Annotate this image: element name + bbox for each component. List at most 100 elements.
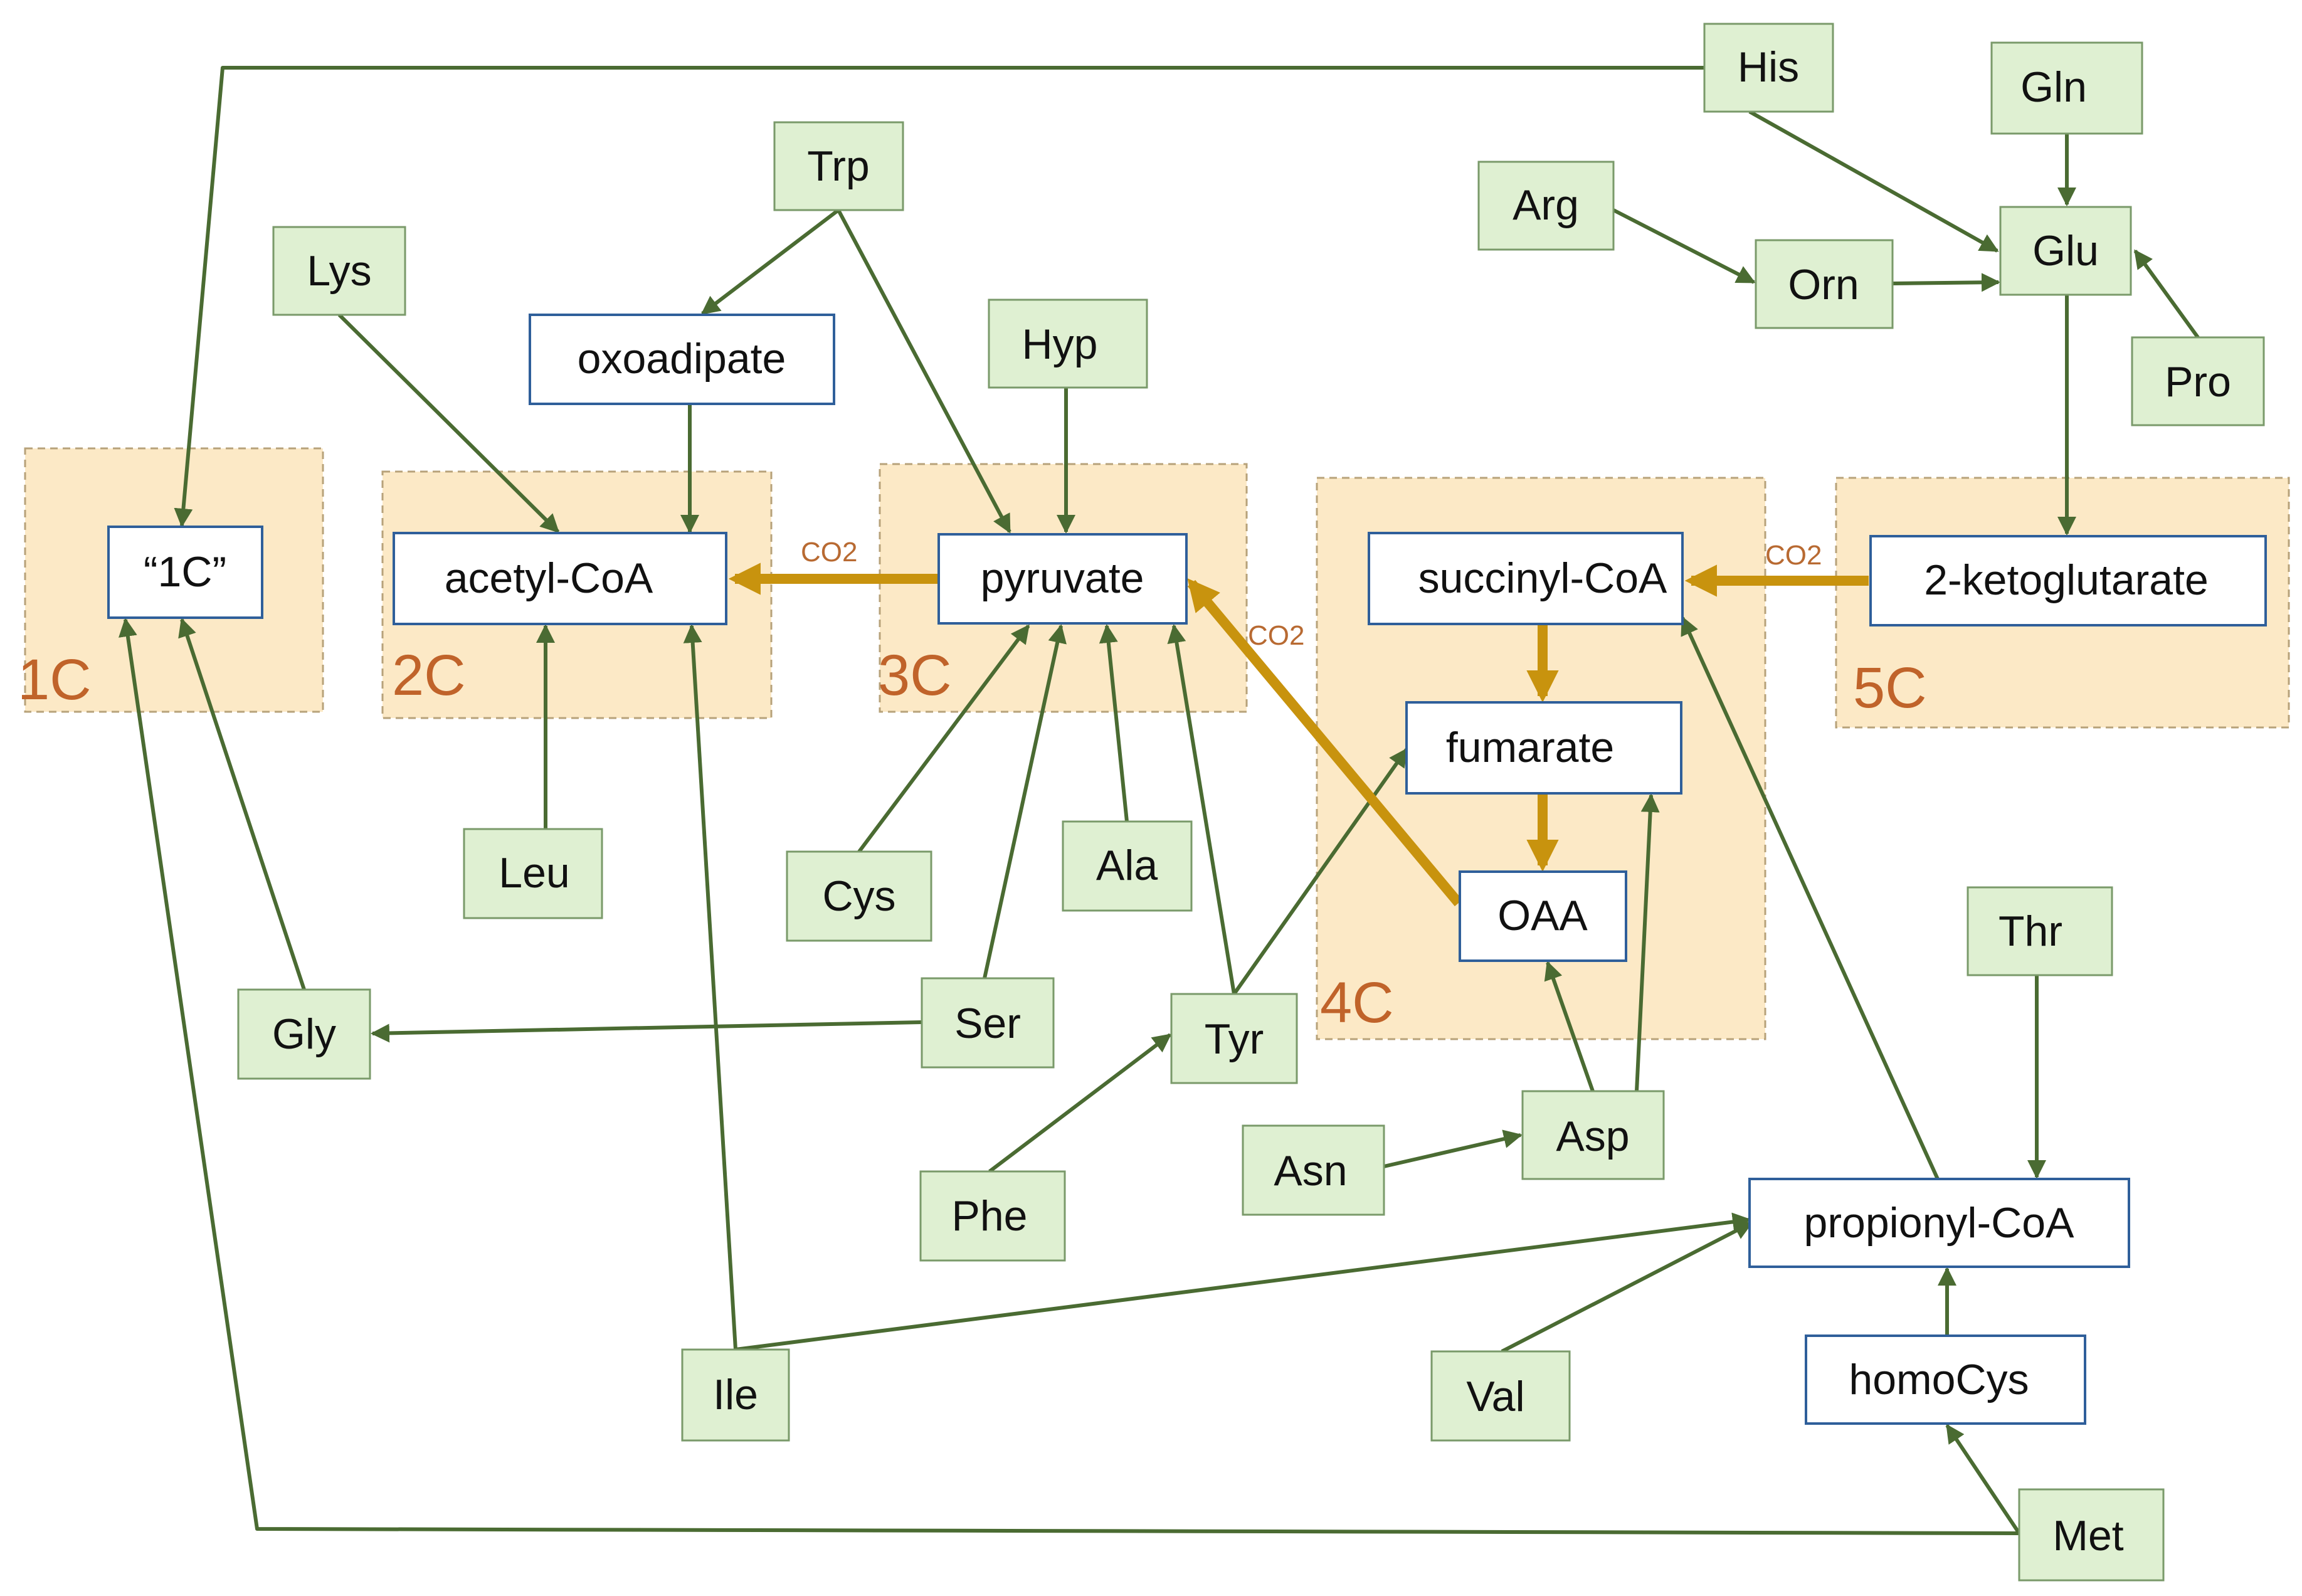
node-ala-label: Ala [1096,842,1158,889]
node-cys-label: Cys [822,872,895,920]
node-asn: Asn [1242,1124,1385,1216]
node-thr: Thr [1967,886,2113,976]
group-label-1c: 1C [18,648,92,712]
arrow-asp-to-oaa [1544,961,1595,1092]
node-gly-label: Gly [272,1010,336,1058]
node-hyp: Hyp [988,299,1148,389]
arrow-ile-to-propionylcoa [735,1212,1751,1351]
co2-label-ketoglutarate-succinylcoa: CO2 [1765,540,1822,571]
node-leu: Leu [463,828,603,919]
node-ala: Ala [1062,820,1193,912]
group-label-5c: 5C [1853,656,1927,720]
node-succinyl-coa-label: succinyl-CoA [1418,554,1667,602]
node-val: Val [1430,1350,1571,1442]
node-thr-label: Thr [1998,907,2062,955]
node-tyr-label: Tyr [1205,1015,1264,1063]
node-fumarate: fumarate [1405,701,1682,795]
node-oaa: OAA [1459,870,1627,962]
arrow-arg-to-orn [1612,208,1756,284]
arrow-asp-to-fumarate [1635,793,1660,1092]
node-tyr: Tyr [1170,993,1298,1084]
node-pyruvate: pyruvate [937,533,1188,625]
node-1c-label: “1C” [144,548,226,596]
node-acetyl-coa-label: acetyl-CoA [445,554,653,602]
node-propionyl-coa-label: propionyl-CoA [1804,1199,2075,1247]
node-2-ketoglutarate: 2-ketoglutarate [1869,535,2267,626]
arrow-trp-to-pyruvate [837,209,1011,534]
node-met: Met [2018,1488,2165,1582]
node-orn: Orn [1755,239,1894,329]
arrow-met-to-oneC [119,618,2020,1535]
arrow-asn-to-asp [1383,1129,1523,1168]
node-cys: Cys [786,850,932,942]
arrow-lys-to-acetylcoa [337,313,560,534]
node-gln-label: Gln [2020,63,2087,111]
arrow-gly-to-oneC [178,618,306,990]
node-arg: Arg [1477,161,1615,251]
node-trp-label: Trp [807,142,869,190]
node-1c: “1C” [107,526,263,619]
node-oaa-label: OAA [1497,892,1588,939]
node-glu: Glu [1999,206,2132,296]
node-pyruvate-label: pyruvate [981,554,1144,602]
node-asp-label: Asp [1556,1112,1629,1160]
amino-acid-nodes: His Gln Trp Arg Glu Orn Lys Hyp Pro Leu … [237,23,2265,1582]
node-his-label: His [1738,43,1799,91]
node-oxoadipate-label: oxoadipate [578,335,786,383]
node-pro-label: Pro [2165,358,2231,406]
group-label-4c: 4C [1320,971,1394,1035]
arrow-ala-to-pyruvate [1099,624,1129,822]
arrow-trp-to-oxoadipate [700,208,840,315]
node-ser-label: Ser [954,1000,1021,1047]
arrow-his-to-glu [1748,110,1999,253]
node-asn-label: Asn [1274,1147,1347,1195]
node-fumarate-label: fumarate [1446,724,1614,771]
node-lys-label: Lys [307,247,371,295]
node-lys: Lys [272,226,406,316]
node-leu-label: Leu [499,849,569,897]
arrow-ser-to-pyruvate [983,624,1067,979]
node-gly: Gly [237,988,371,1080]
arrow-val-to-propionylcoa [1501,1221,1753,1353]
node-arg-label: Arg [1513,181,1579,229]
arrow-his-to-oneC [174,66,1704,527]
arrow-pro-to-glu [2133,249,2200,339]
metabolite-nodes: “1C” acetyl-CoA oxoadipate pyruvate succ… [107,314,2267,1425]
node-pro: Pro [2131,336,2265,426]
node-ile-label: Ile [713,1371,758,1419]
node-acetyl-coa: acetyl-CoA [393,532,727,625]
co2-label-pyruvate-acetylcoa: CO2 [801,537,857,568]
node-trp: Trp [773,121,904,211]
node-homocys: homoCys [1805,1334,2086,1425]
co2-labels: CO2 CO2 CO2 [801,537,1822,651]
arrow-oaa-to-pyruvate [1187,578,1463,907]
node-phe-label: Phe [952,1192,1028,1240]
arrow-tyr-to-fumarate [1232,748,1408,995]
node-orn-label: Orn [1788,261,1859,309]
group-label-2c: 2C [392,643,466,707]
node-succinyl-coa: succinyl-CoA [1368,532,1684,625]
arrow-met-to-homocys [1945,1424,2021,1535]
node-2-ketoglutarate-label: 2-ketoglutarate [1924,556,2209,604]
node-his: His [1703,23,1834,113]
arrow-orn-to-glu [1892,273,2000,292]
arrow-tyr-to-pyruvate [1167,624,1236,995]
arrow-cys-to-pyruvate [857,624,1030,853]
node-glu-label: Glu [2032,227,2099,275]
node-ser: Ser [921,977,1055,1069]
arrow-ile-to-acetylcoa [683,624,737,1350]
node-oxoadipate: oxoadipate [529,314,835,405]
node-propionyl-coa: propionyl-CoA [1748,1178,2130,1268]
group-1c: 1C [18,447,324,713]
node-met-label: Met [2052,1512,2123,1560]
arrow-phe-to-tyr [988,1033,1172,1173]
node-asp: Asp [1521,1090,1665,1180]
node-hyp-label: Hyp [1022,320,1098,368]
node-homocys-label: homoCys [1849,1356,2029,1403]
group-label-3c: 3C [878,643,952,707]
co2-label-oaa-pyruvate: CO2 [1248,620,1304,651]
arrow-propionylcoa-to-succinylcoa [1681,616,1940,1180]
node-ile: Ile [681,1348,790,1442]
node-gln: Gln [1990,41,2143,135]
